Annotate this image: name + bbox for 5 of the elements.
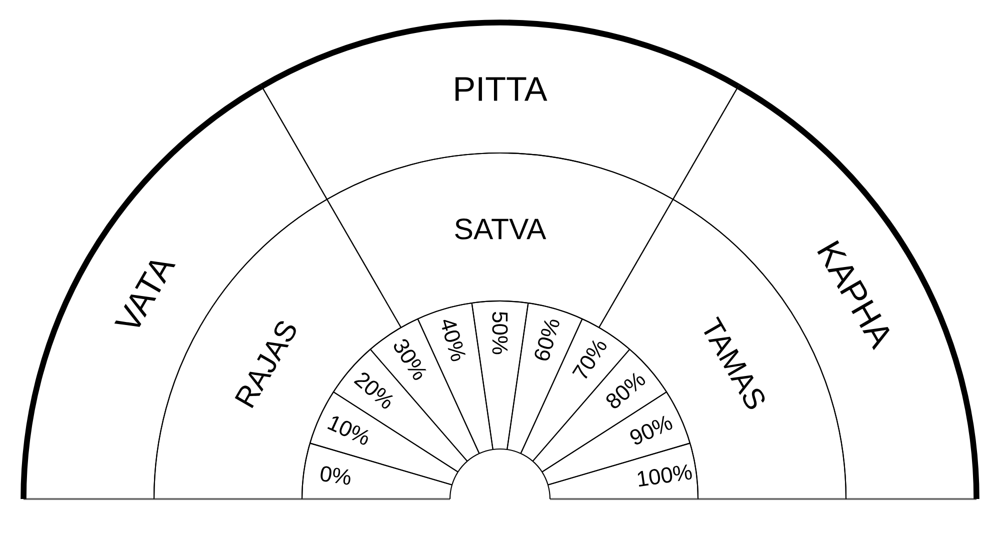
node-text: PITTA [456,77,548,101]
ring-segment: PITTA [260,20,740,200]
node-text: 50% [492,312,508,354]
ring-segment: 50% [471,300,529,450]
node-text: SATVA [455,218,546,240]
